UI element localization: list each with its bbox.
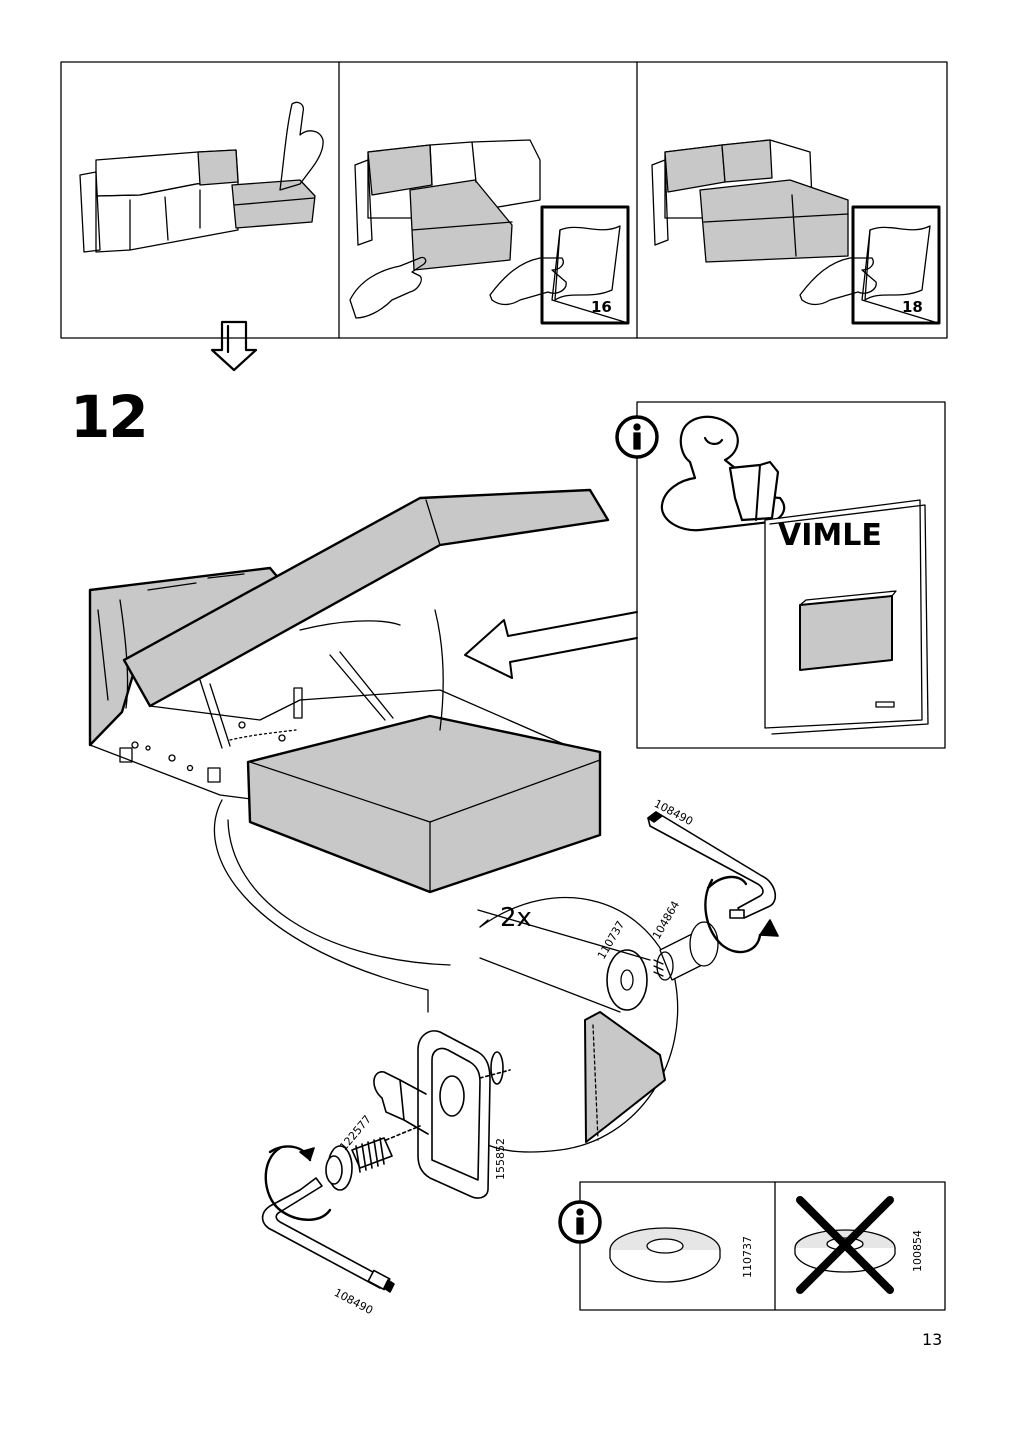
booklet-title: VIMLE [778, 518, 882, 553]
washer-correct [609, 1227, 721, 1283]
left-arrow-icon [464, 611, 638, 679]
reference-page-18: 18 [902, 298, 923, 316]
bracket-part [373, 1030, 511, 1199]
part-number-washer-wrong: 100854 [911, 1230, 924, 1272]
sofa-panel-2 [349, 139, 630, 325]
cross-icon [796, 1196, 894, 1294]
page-number: 13 [922, 1330, 943, 1349]
chaise-storage-drawing [88, 488, 610, 1013]
page-flip-icon-18 [799, 205, 941, 325]
sofa-panel-1 [79, 101, 324, 253]
screw-part [325, 1125, 421, 1191]
info-booklet-box [615, 401, 946, 749]
top-panels-frame [60, 61, 948, 339]
quantity-label: 2x [500, 903, 532, 933]
sofa-panel-3 [651, 139, 941, 325]
reference-page-16: 16 [591, 298, 612, 316]
hex-key-top [647, 811, 779, 954]
washer-wrong [794, 1196, 896, 1294]
hex-key-bottom [261, 1145, 395, 1293]
step-number: 12 [70, 383, 149, 451]
washer-info-box [558, 1181, 946, 1311]
part-number-washer-correct: 110737 [741, 1236, 754, 1278]
page-flip-icon-16 [489, 205, 630, 325]
detail-zoom-circle [477, 896, 719, 1153]
part-number-bracket: 155852 [494, 1138, 507, 1180]
down-arrow-icon [210, 320, 258, 372]
